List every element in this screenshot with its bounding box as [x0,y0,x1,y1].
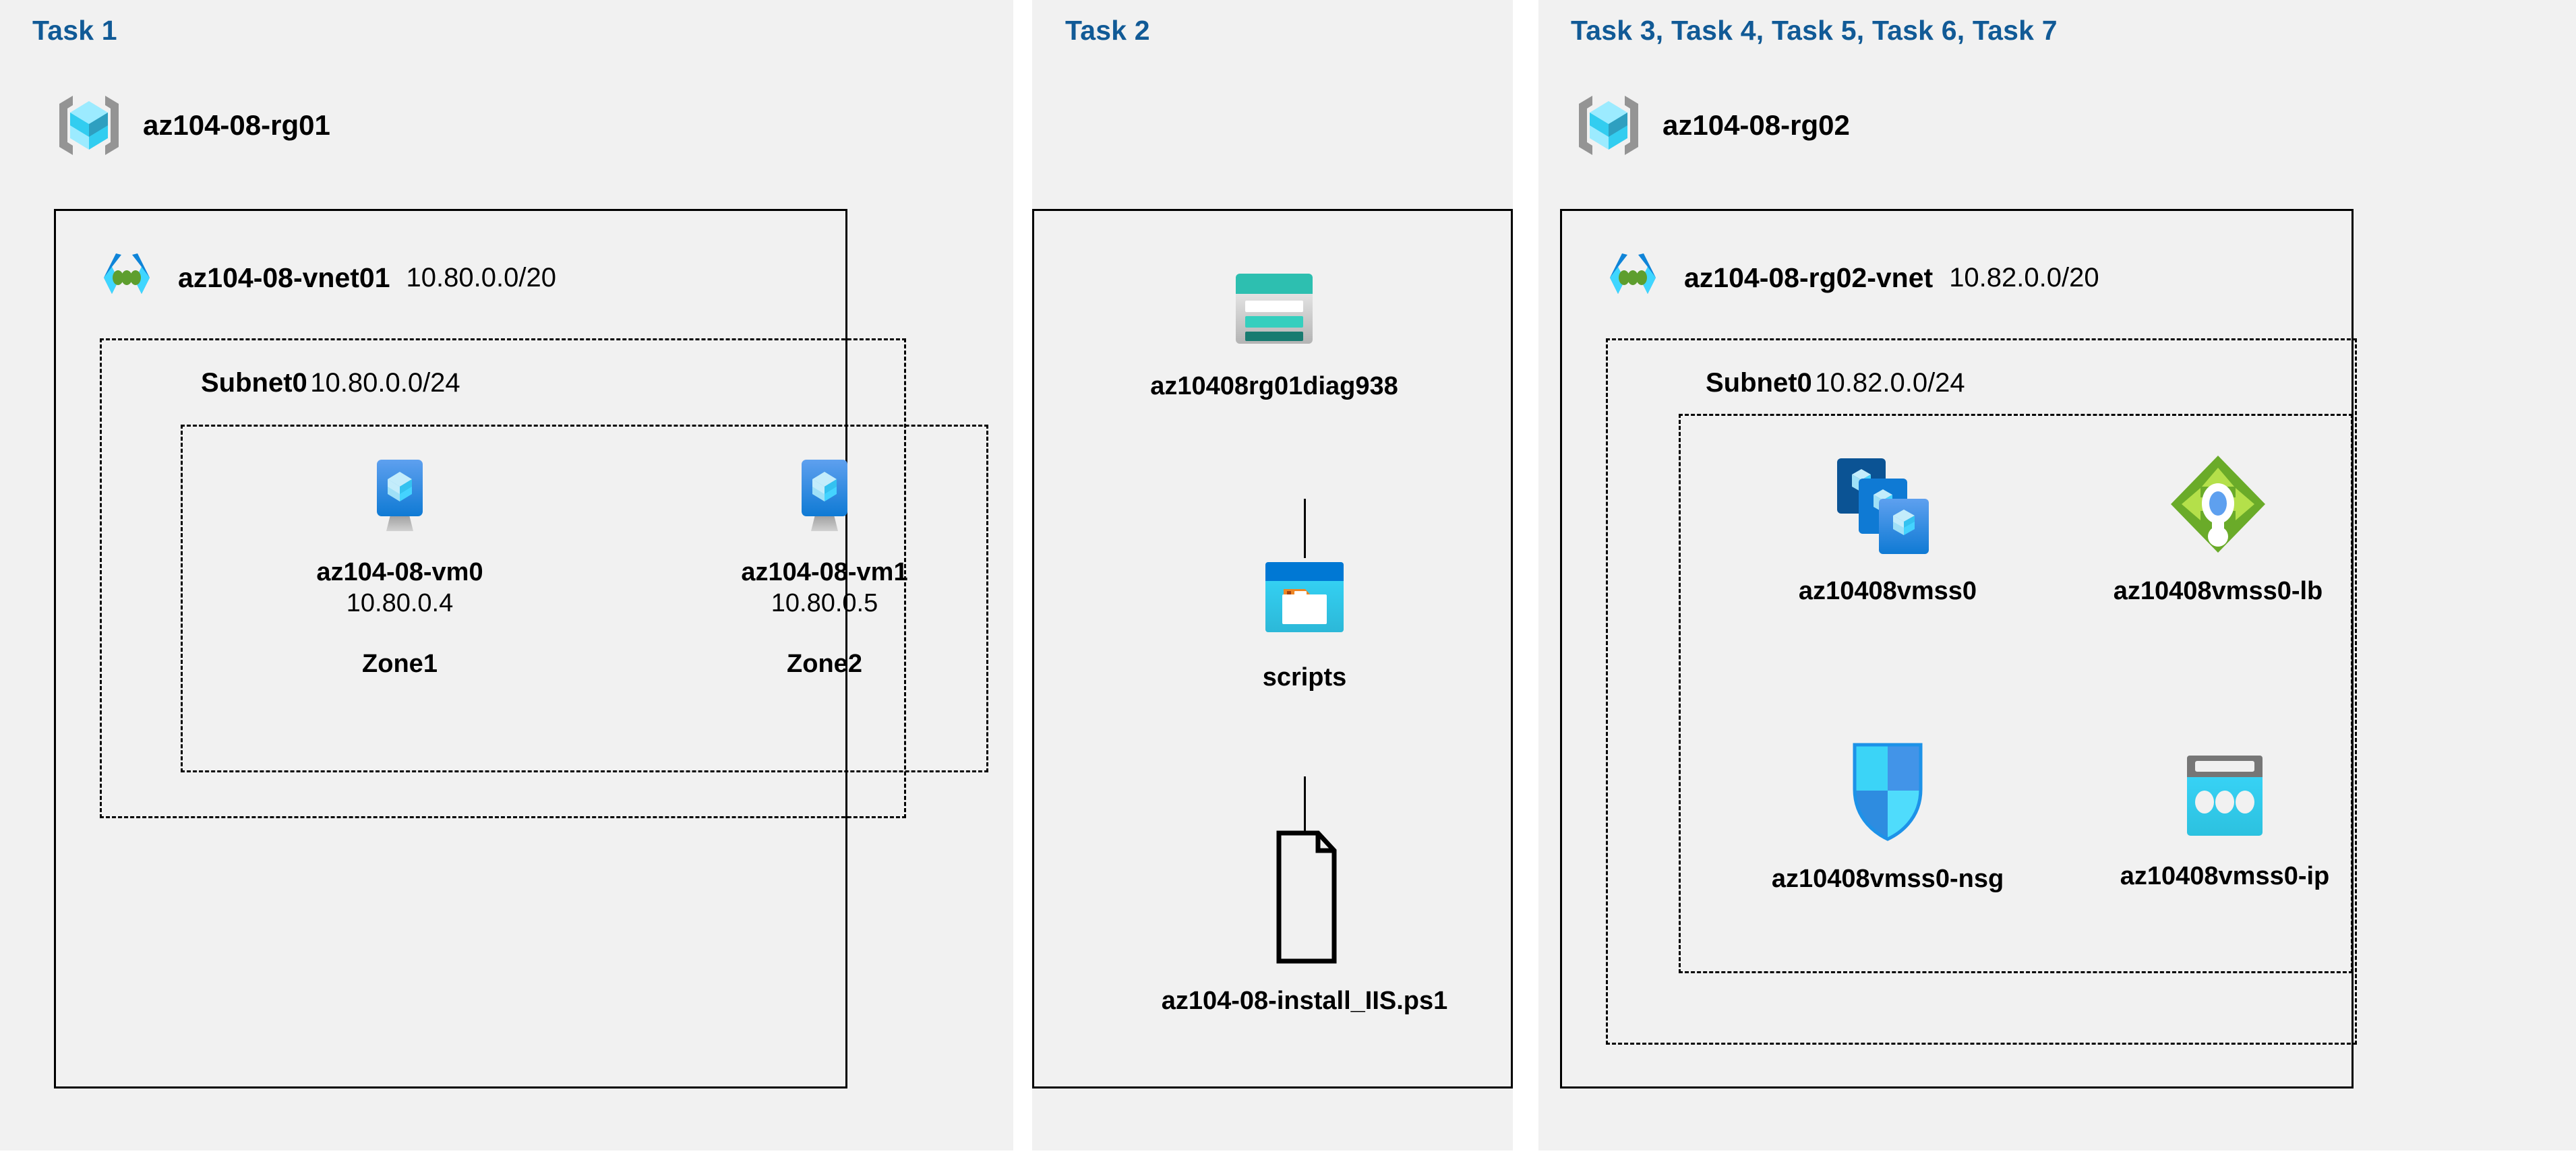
virtual-machine-icon [780,452,869,538]
connector-scripts-to-file [1304,776,1306,834]
resource-group-box-task3 [1679,414,2353,973]
subnet-cidr: 10.80.0.0/24 [310,368,460,398]
storage-account-icon [1227,264,1321,353]
network-security-group-icon [1847,738,1929,846]
node-public-ip: az10408vmss0-ip [2083,751,2366,892]
vm-scale-set-icon [1830,452,1945,559]
zone-group-box-task1 [181,425,988,772]
node-label-public-ip: az10408vmss0-ip [2120,862,2330,890]
node-ip-vm0: 10.80.0.4 [346,589,454,618]
vnet-box-az104-08-vnet01 [54,209,847,1088]
public-ip-address-icon [2180,751,2269,843]
vnet-cidr: 10.82.0.0/20 [1949,262,2099,293]
vnet-name: az104-08-vnet01 [178,262,390,293]
resource-group-icon [1572,89,1645,162]
virtual-machine-icon [355,452,444,538]
vnet-name: az104-08-rg02-vnet [1684,262,1934,293]
resource-group-row-rg01: az104-08-rg01 [53,89,330,162]
file-icon [1259,828,1350,966]
node-label-nsg: az10408vmss0-nsg [1771,865,2004,893]
storage-container-box-task2 [1032,209,1513,1088]
node-vmss: az10408vmss0 [1746,452,2029,607]
vnet-cidr: 10.80.0.0/20 [406,262,556,293]
node-zone-vm0: Zone1 [362,649,438,678]
node-label-script-file: az104-08-install_IIS.ps1 [1161,987,1448,1015]
panel-task3-7 [1538,0,2576,1150]
task-title-3-7: Task 3, Task 4, Task 5, Task 6, Task 7 [1571,15,2058,46]
resource-group-row-rg02: az104-08-rg02 [1572,89,1850,162]
subnet-cidr: 10.82.0.0/24 [1815,368,1965,398]
node-label-vm1: az104-08-vm1 [741,558,908,586]
node-ip-vm1: 10.80.0.5 [771,589,878,618]
node-vm0: az104-08-vm0 10.80.0.4 Zone1 [278,452,521,679]
node-nsg: az10408vmss0-nsg [1739,738,2036,894]
node-label-storage-account: az10408rg01diag938 [1150,372,1398,400]
subnet-box-task1 [100,338,906,818]
vnet-row-az104-08-rg02-vnet: az104-08-rg02-vnet 10.82.0.0/20 [1598,243,2099,313]
node-load-balancer: az10408vmss0-lb [2076,450,2360,607]
subnet-box-task3 [1606,338,2357,1045]
subnet-row-task1: Subnet0 10.80.0.0/24 [201,368,460,398]
subnet-row-task3: Subnet0 10.82.0.0/24 [1706,368,1965,398]
task-title-1: Task 1 [32,15,117,46]
connector-storage-to-scripts [1304,499,1306,558]
node-label-vm0: az104-08-vm0 [316,558,483,586]
virtual-network-icon [92,243,162,313]
node-zone-vm1: Zone2 [787,649,862,678]
vnet-row-az104-08-vnet01: az104-08-vnet01 10.80.0.0/20 [92,243,556,313]
node-label-blob-container: scripts [1262,663,1347,692]
blob-container-icon [1257,553,1352,644]
node-vm1: az104-08-vm1 10.80.0.5 Zone2 [703,452,946,679]
resource-group-label: az104-08-rg01 [143,109,330,141]
task-title-2: Task 2 [1065,15,1150,46]
load-balancer-icon [2164,450,2272,558]
panel-task1 [0,0,1013,1150]
node-label-load-balancer: az10408vmss0-lb [2113,577,2323,605]
node-label-vmss: az10408vmss0 [1798,577,1977,605]
subnet-name: Subnet0 [201,368,307,398]
node-blob-container: scripts [1146,553,1463,693]
node-script-file: az104-08-install_IIS.ps1 [1058,828,1551,1016]
resource-group-label: az104-08-rg02 [1663,109,1850,141]
node-storage-account: az10408rg01diag938 [1106,264,1443,402]
resource-group-icon [53,89,125,162]
virtual-network-icon [1598,243,1668,313]
subnet-name: Subnet0 [1706,368,1812,398]
